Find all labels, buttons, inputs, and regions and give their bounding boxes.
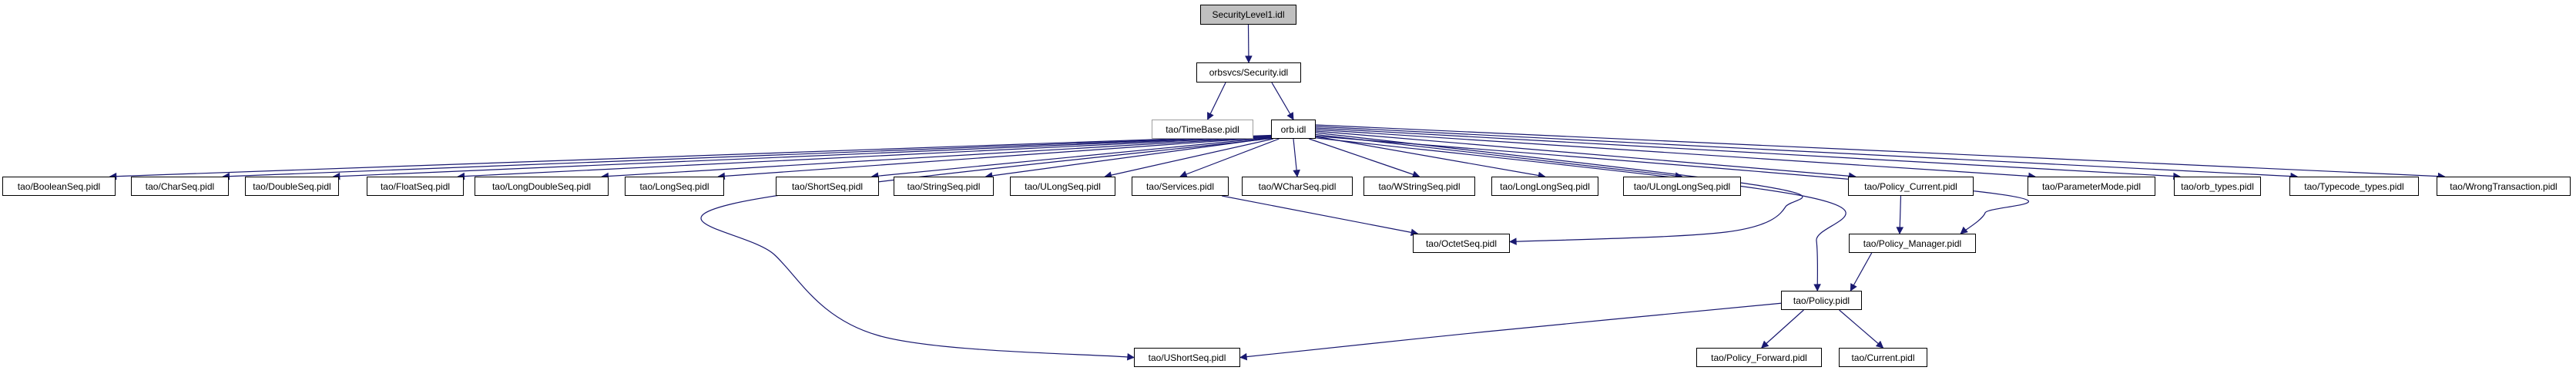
edge-orb-to-charseq (222, 135, 1272, 180)
graph-node-wrongtransaction-pidl[interactable]: tao/WrongTransaction.pidl (2437, 177, 2571, 196)
edge-policy-to-ushortseq (1239, 302, 1782, 361)
graph-node-longlongseq-pidl[interactable]: tao/LongLongSeq.pidl (1491, 177, 1598, 196)
graph-node-typecode-types-pidl[interactable]: tao/Typecode_types.pidl (2289, 177, 2419, 196)
edge-orb-to-longlongseq (1315, 136, 1546, 180)
edge-policy-to-policyforward (1761, 309, 1804, 349)
graph-node-shortseq-pidl[interactable]: tao/ShortSeq.pidl (776, 177, 879, 196)
graph-node-ulonglongseq-pidl[interactable]: tao/ULongLongSeq.pidl (1623, 177, 1741, 196)
graph-node-longseq-pidl[interactable]: tao/LongSeq.pidl (625, 177, 724, 196)
edge-orb-to-doubleseq (332, 135, 1272, 180)
edge-orb-to-orbtypes (1315, 127, 2181, 180)
graph-node-ulongseq-pidl[interactable]: tao/ULongSeq.pidl (1010, 177, 1115, 196)
edge-policymanager-to-policy (1850, 252, 1873, 291)
edge-policy-to-current (1839, 309, 1884, 349)
graph-node-services-pidl[interactable]: tao/Services.pidl (1132, 177, 1229, 196)
edge-orb-to-stringseq (984, 137, 1272, 180)
graph-node-parametermode-pidl[interactable]: tao/ParameterMode.pidl (2028, 177, 2155, 196)
edge-orb-to-shortseq (870, 136, 1272, 180)
edge-orb-to-booleanseq (109, 134, 1272, 180)
graph-node-longdoubleseq-pidl[interactable]: tao/LongDoubleSeq.pidl (475, 177, 609, 196)
graph-node-orb-types-pidl[interactable]: tao/orb_types.pidl (2174, 177, 2261, 196)
edge-orb-to-ushortseq (700, 137, 1272, 361)
edge-orb-to-parametermode (1315, 129, 2036, 180)
edge-security-to-timebase (1207, 82, 1226, 120)
graph-node-charseq-pidl[interactable]: tao/CharSeq.pidl (131, 177, 229, 196)
edge-orb-to-floatseq (457, 136, 1272, 180)
edge-orb-to-longseq (717, 136, 1272, 180)
graph-node-policy-forward-pidl[interactable]: tao/Policy_Forward.pidl (1696, 348, 1822, 367)
graph-node-wcharseq-pidl[interactable]: tao/WCharSeq.pidl (1242, 177, 1353, 196)
edge-orb-to-services (1179, 138, 1280, 178)
graph-node-policy-current-pidl[interactable]: tao/Policy_Current.pidl (1848, 177, 1974, 196)
graph-node-ushortseq-pidl[interactable]: tao/UShortSeq.pidl (1134, 348, 1240, 367)
edge-security-to-orb (1271, 82, 1294, 120)
edge-orb-to-ulonglongseq (1315, 133, 1683, 180)
graph-node-timebase-pidl[interactable]: tao/TimeBase.pidl (1152, 120, 1253, 139)
edge-orb-to-longdoubleseq (601, 136, 1272, 180)
graph-node-current-pidl[interactable]: tao/Current.pidl (1839, 348, 1927, 367)
graph-node-octetseq-pidl[interactable]: tao/OctetSeq.pidl (1413, 234, 1510, 253)
graph-node-securitylevel1-idl[interactable]: SecurityLevel1.idl (1200, 5, 1296, 25)
edge-orb-to-typecodetypes (1315, 126, 2299, 180)
edge-orb-to-wrongtransaction (1315, 124, 2446, 180)
edge-orb-to-policy (1315, 137, 1846, 291)
edge-services-to-octetseq (1222, 195, 1419, 237)
graph-node-policy-manager-pidl[interactable]: tao/Policy_Manager.pidl (1849, 234, 1976, 253)
graph-node-doubleseq-pidl[interactable]: tao/DoubleSeq.pidl (245, 177, 339, 196)
edge-orb-to-wcharseq (1293, 138, 1300, 177)
graph-node-stringseq-pidl[interactable]: tao/StringSeq.pidl (894, 177, 994, 196)
graph-node-floatseq-pidl[interactable]: tao/FloatSeq.pidl (367, 177, 464, 196)
graph-node-wstringseq-pidl[interactable]: tao/WStringSeq.pidl (1363, 177, 1475, 196)
edge-orb-to-policycurrent (1315, 130, 1857, 180)
graph-node-policy-pidl[interactable]: tao/Policy.pidl (1781, 291, 1862, 310)
graph-node-orb-idl[interactable]: orb.idl (1271, 120, 1316, 139)
graph-node-orbsvcs-security-idl[interactable]: orbsvcs/Security.idl (1196, 62, 1301, 83)
edge-orb-to-wstringseq (1309, 138, 1420, 178)
edge-orb-to-ulongseq (1104, 138, 1274, 179)
edge-orb-to-octetseq (1315, 132, 1803, 245)
graph-node-booleanseq-pidl[interactable]: tao/BooleanSeq.pidl (2, 177, 116, 196)
